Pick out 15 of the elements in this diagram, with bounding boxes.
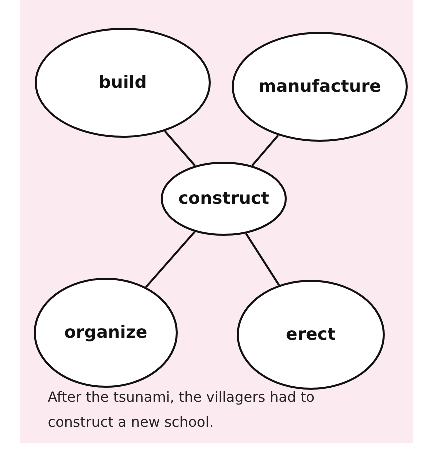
connector-line (164, 130, 196, 167)
connector-line (252, 134, 280, 167)
concept-ellipse (232, 32, 408, 142)
concept-ellipse (161, 162, 287, 236)
connector-line (145, 231, 196, 288)
concept-ellipse (34, 278, 178, 388)
node-label: manufacture (258, 77, 382, 97)
concept-ellipse (237, 280, 385, 390)
node-label: construct (178, 189, 270, 209)
caption: After the tsunami, the villagers had to construct a new school. (48, 389, 316, 433)
node-label: build (98, 73, 148, 93)
concept-ellipse (35, 28, 211, 138)
node-label: organize (64, 323, 148, 343)
node-label: erect (286, 325, 336, 345)
connector-line (245, 233, 280, 286)
